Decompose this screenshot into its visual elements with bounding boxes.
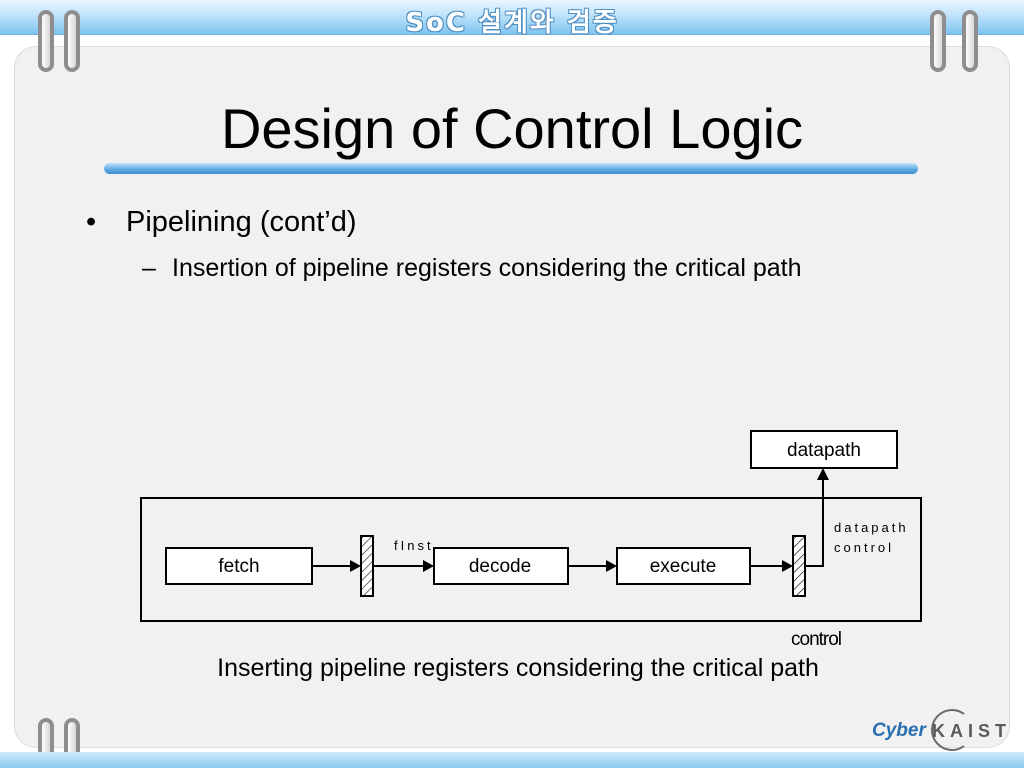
footer-bar	[0, 752, 1024, 768]
slide-title: Design of Control Logic	[220, 97, 804, 160]
logo-arc-icon	[931, 709, 965, 751]
figure-caption: Inserting pipeline registers considering…	[217, 654, 819, 682]
header-bar: SoC 설계와 검증	[0, 0, 1024, 38]
bullet-text: Pipelining (cont’d)	[126, 206, 357, 238]
subbullet-text: Insertion of pipeline registers consider…	[172, 254, 802, 282]
title-underline	[104, 163, 918, 174]
header-title: SoC 설계와 검증	[405, 8, 619, 38]
logo-cyber-text: Cyber	[872, 720, 926, 741]
dash-icon: –	[142, 254, 156, 282]
binder-ring-icon	[962, 10, 978, 72]
binder-ring-icon	[930, 10, 946, 72]
cyber-kaist-logo: Cyber KAIST	[872, 709, 1006, 751]
bullet-icon: •	[86, 206, 97, 238]
binder-ring-icon	[64, 10, 80, 72]
logo-kaist-text: KAIST	[932, 721, 1011, 741]
binder-ring-icon	[38, 10, 54, 72]
